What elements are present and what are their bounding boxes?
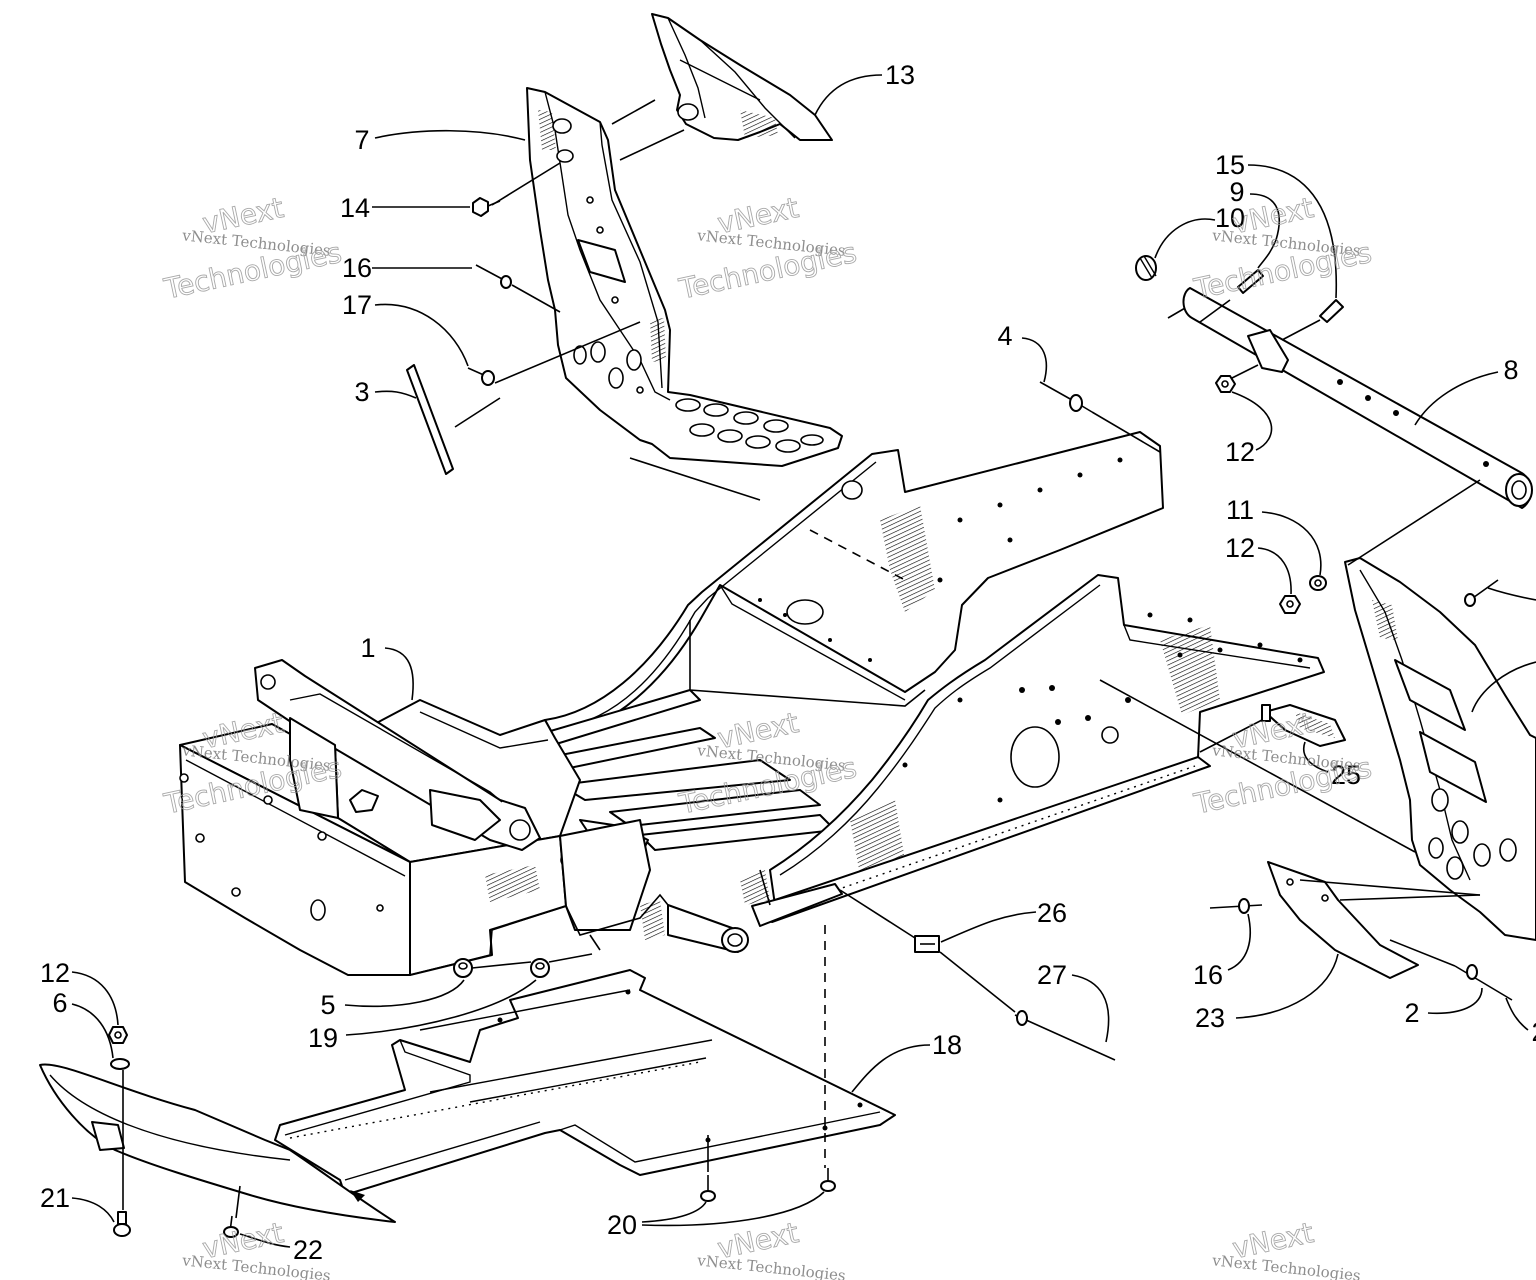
callout-18: 18: [932, 1030, 962, 1060]
part-13-steering-shroud: [651, 13, 833, 141]
callouts: 13 7 14 16 17 3 15 9 10 4 8 12 11 12 1 2…: [40, 60, 1536, 1265]
part-15-bolt: [1319, 299, 1344, 323]
callout-17: 17: [342, 290, 372, 320]
callout-7: 7: [354, 125, 369, 155]
callout-6: 6: [52, 988, 67, 1018]
callout-14: 14: [340, 193, 370, 223]
callout-12-upper: 12: [1225, 437, 1255, 467]
callout-2-partial-edge: 2: [1531, 1017, 1536, 1047]
part-18-belly-pan: [274, 969, 896, 1196]
part-22-screw: [223, 1185, 241, 1238]
part-11-washer: [1309, 575, 1327, 591]
part-21-bolt: [113, 1211, 131, 1237]
callout-15: 15: [1215, 150, 1245, 180]
callout-27: 27: [1037, 960, 1067, 990]
callout-5: 5: [320, 990, 335, 1020]
callout-2: 2: [1404, 998, 1419, 1028]
watermark: vNext vNext Technologies Technologies: [675, 191, 860, 307]
part-27-rivet: [1014, 1010, 1116, 1061]
part-17-bolt: [467, 367, 495, 386]
front-bumper-skid: [39, 1063, 396, 1223]
part-16-bolt-right: [1209, 898, 1263, 914]
callout-21: 21: [40, 1183, 70, 1213]
callout-10: 10: [1215, 203, 1245, 233]
callout-12-lower-left: 12: [40, 958, 70, 988]
callout-1: 1: [360, 633, 375, 663]
part-12-nut-lower-left: [108, 1026, 128, 1044]
callout-19: 19: [308, 1023, 338, 1053]
callout-3: 3: [354, 377, 369, 407]
part-20-screws: [700, 1168, 836, 1202]
callout-16-right: 16: [1193, 960, 1223, 990]
part-4-bolt: [1039, 381, 1093, 413]
callout-20: 20: [607, 1210, 637, 1240]
part-3-rod: [406, 364, 454, 475]
part-7-left-footrest: [526, 87, 843, 467]
part-14-screw: [472, 197, 501, 217]
callout-23: 23: [1195, 1003, 1225, 1033]
part-19-nut: [530, 958, 550, 978]
part-23-bracket: [1267, 861, 1419, 979]
part-12-nut-middle: [1279, 595, 1301, 614]
right-footrest: [1344, 557, 1536, 941]
part-26-clip: [914, 935, 940, 953]
part-16-bolt-left: [475, 264, 512, 289]
part-2-bolt-right: [1454, 964, 1513, 1001]
watermark-caption: vNext Technologies: [695, 1251, 846, 1280]
part-6-washer: [110, 1058, 130, 1070]
callout-9: 9: [1229, 177, 1244, 207]
callout-13: 13: [885, 60, 915, 90]
watermark: vNext vNext Technologies: [1210, 1216, 1361, 1280]
callout-26: 26: [1037, 898, 1067, 928]
leader-lines: [71, 74, 1529, 1248]
callout-4: 4: [997, 321, 1012, 351]
part-8-shaft: [1167, 287, 1533, 509]
watermark-caption: vNext Technologies: [1210, 1251, 1361, 1280]
part-5-nut: [453, 958, 473, 978]
watermark: vNext vNext Technologies Technologies: [1190, 706, 1375, 822]
part-1-frame: [179, 431, 1325, 976]
callout-8: 8: [1503, 355, 1518, 385]
part-10-bushing: [1135, 255, 1157, 281]
part-9-screw: [1237, 269, 1264, 294]
callout-22: 22: [293, 1235, 323, 1265]
callout-11: 11: [1226, 495, 1254, 525]
part-25-bracket: [1261, 704, 1346, 747]
part-12-nut-upper: [1215, 375, 1236, 393]
callout-12-middle: 12: [1225, 533, 1255, 563]
watermark: vNext vNext Technologies: [695, 1216, 846, 1280]
assembly-lines: [122, 99, 1481, 1210]
callout-16: 16: [342, 253, 372, 283]
watermark: vNext vNext Technologies Technologies: [160, 191, 345, 307]
callout-25: 25: [1331, 760, 1361, 790]
